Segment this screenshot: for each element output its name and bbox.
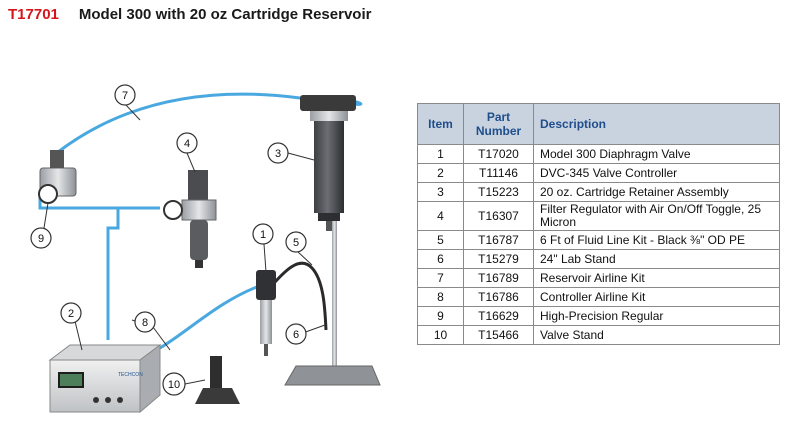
cell-item: 5: [417, 230, 464, 250]
page-title: T17701 Model 300 with 20 oz Cartridge Res…: [8, 6, 371, 23]
callout-5: 5: [285, 231, 307, 253]
svg-text:1: 1: [260, 229, 266, 241]
header-part-number: Part Number: [463, 103, 534, 145]
svg-text:7: 7: [122, 90, 128, 102]
cell-part: T16787: [463, 230, 534, 250]
svg-text:5: 5: [293, 237, 299, 249]
cell-part: T15466: [463, 325, 534, 345]
precision-regulator: [38, 150, 77, 204]
callout-4: 4: [176, 132, 198, 154]
cell-part: T16307: [463, 201, 534, 231]
cell-item: 3: [417, 182, 464, 202]
diaphragm-valve: [256, 270, 276, 356]
cell-item: 8: [417, 287, 464, 307]
cell-desc: 20 oz. Cartridge Retainer Assembly: [533, 182, 780, 202]
cell-item: 6: [417, 249, 464, 269]
cell-part: T16629: [463, 306, 534, 326]
cell-item: 9: [417, 306, 464, 326]
svg-text:2: 2: [68, 308, 74, 320]
product-name: Model 300 with 20 oz Cartridge Reservoir: [78, 6, 372, 23]
svg-text:4: 4: [184, 138, 190, 150]
cell-part: T16789: [463, 268, 534, 288]
cell-desc: Valve Stand: [533, 325, 780, 345]
cell-part: T17020: [463, 144, 534, 164]
callout-1: 1: [252, 223, 274, 245]
cell-desc: Model 300 Diaphragm Valve: [533, 144, 780, 164]
cell-item: 1: [417, 144, 464, 164]
cell-desc: DVC-345 Valve Controller: [533, 163, 780, 183]
header-item: Item: [417, 103, 464, 145]
valve-stand: [195, 356, 240, 404]
cell-desc: 24" Lab Stand: [533, 249, 780, 269]
callout-7: 7: [114, 84, 136, 106]
cell-desc: Filter Regulator with Air On/Off Toggle,…: [533, 201, 780, 231]
cartridge-reservoir: [300, 95, 356, 231]
table-header-row: Item Part Number Description: [417, 103, 780, 145]
cell-desc: Controller Airline Kit: [533, 287, 780, 307]
assembly-diagram: TECHCON 1 2 3 4 5 6 7 8 9 10: [30, 84, 381, 414]
cell-item: 10: [417, 325, 464, 345]
cell-part: T16786: [463, 287, 534, 307]
header-description: Description: [533, 103, 780, 145]
reservoir-airline: [57, 92, 363, 154]
part-code: T17701: [8, 6, 59, 23]
fluid-line: [266, 261, 328, 331]
cell-item: 4: [417, 201, 464, 231]
callout-6: 6: [285, 323, 307, 345]
filter-regulator: [163, 170, 217, 268]
svg-text:9: 9: [38, 233, 44, 245]
controller-brand: TECHCON: [118, 372, 143, 378]
cell-item: 2: [417, 163, 464, 183]
cell-desc: Reservoir Airline Kit: [533, 268, 780, 288]
valve-controller: TECHCON: [48, 344, 162, 414]
cell-item: 7: [417, 268, 464, 288]
cell-part: T15279: [463, 249, 534, 269]
cell-part: T15223: [463, 182, 534, 202]
svg-text:3: 3: [275, 148, 281, 160]
callout-8: 8: [134, 311, 156, 333]
callout-2: 2: [60, 302, 82, 324]
callout-9: 9: [30, 227, 52, 249]
cell-desc: High-Precision Regular: [533, 306, 780, 326]
cell-part: T11146: [463, 163, 534, 183]
svg-text:8: 8: [142, 317, 148, 329]
callout-3: 3: [267, 142, 289, 164]
lab-stand: [284, 221, 381, 386]
svg-text:10: 10: [168, 379, 180, 391]
callout-10: 10: [162, 372, 186, 396]
cell-desc: 6 Ft of Fluid Line Kit - Black ⅜" OD PE: [533, 230, 780, 250]
svg-text:6: 6: [293, 329, 299, 341]
